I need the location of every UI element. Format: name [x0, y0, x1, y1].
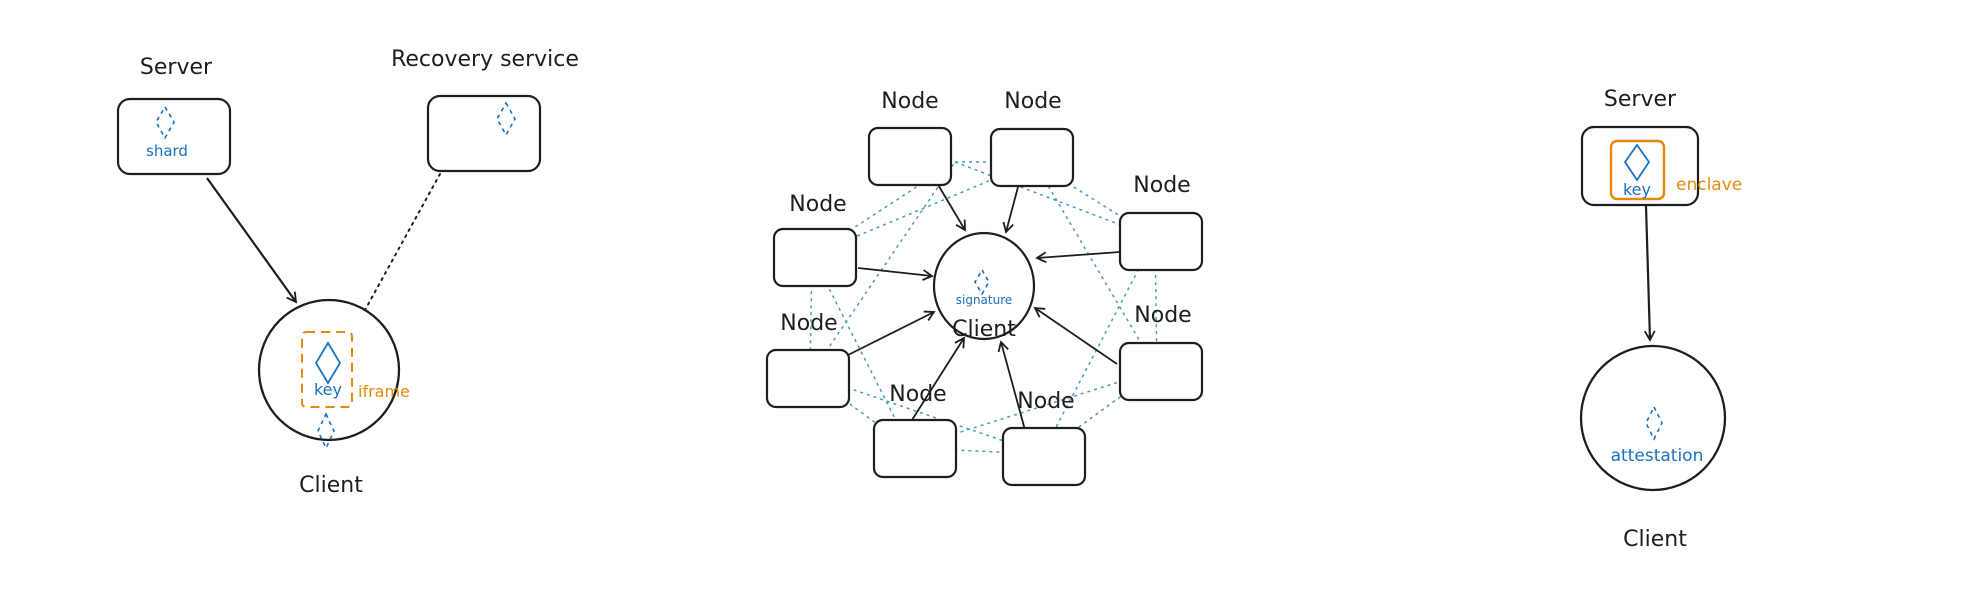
attestation-label: attestation: [1611, 446, 1704, 466]
recovery-dotted-connector: [364, 173, 441, 311]
enclave-label: enclave: [1676, 175, 1742, 195]
recovery-service-label: Recovery service: [391, 47, 579, 72]
node-3-label: Node: [1133, 173, 1190, 198]
enclave-server-label: Server: [1604, 87, 1677, 112]
signature-diamond-icon: [974, 268, 990, 296]
node-5-box: [1001, 426, 1087, 487]
node-7-arrow: [847, 310, 936, 356]
node-3-box: [1118, 211, 1204, 272]
node-1-box: [867, 126, 953, 187]
mesh-ring: [809, 161, 1158, 455]
node-1-arrow: [936, 182, 966, 232]
node-6-arrow: [911, 336, 965, 421]
node-6-label: Node: [889, 382, 946, 407]
signature-label: signature: [956, 293, 1013, 307]
node-2-label: Node: [1004, 89, 1061, 114]
shard-label: shard: [146, 142, 188, 160]
recovery-service-box: [426, 94, 542, 173]
node-client-circle: [932, 231, 1036, 341]
node-4-label: Node: [1134, 303, 1191, 328]
panel-enclave-attestation: Server key enclave attestation Client: [1579, 87, 1742, 552]
server-label: Server: [140, 55, 213, 80]
enclave-key-label: key: [1623, 180, 1651, 199]
iframe-label: iframe: [358, 382, 410, 401]
mesh-link-4: [909, 369, 1158, 449]
mesh-link-2: [1033, 161, 1158, 371]
node-1-label: Node: [881, 89, 938, 114]
server-box: [116, 97, 232, 176]
node-8-box: [772, 227, 858, 288]
enclave-frame: [1609, 139, 1666, 201]
node-6-box: [872, 418, 958, 479]
node-2-arrow: [1002, 186, 1019, 234]
attestation-client-label: Client: [1623, 527, 1687, 552]
server-to-client-arrow: [206, 177, 298, 304]
mesh-link-3: [1041, 237, 1156, 455]
server-to-attestation-arrow: [1643, 205, 1656, 342]
panel-shard-recovery: Server shard Recovery service key iframe…: [116, 47, 579, 498]
client-label: Client: [299, 473, 363, 498]
iframe-dashed-frame: [301, 331, 353, 408]
node-8-arrow: [857, 267, 934, 281]
node-7-label: Node: [780, 311, 837, 336]
attestation-client-circle: [1579, 344, 1727, 492]
key-diamond-icon: [314, 341, 342, 385]
attestation-diamond-icon: [1645, 405, 1663, 441]
node-5-label: Node: [1017, 389, 1074, 414]
client-circle: [257, 298, 401, 442]
node-4-box: [1118, 341, 1204, 402]
mesh-link-6: [811, 254, 911, 449]
node-5-arrow: [997, 340, 1026, 431]
node-client-label: Client: [952, 317, 1016, 342]
panel-node-network: Node Node Node Node Node Node Node Node …: [765, 89, 1204, 487]
node-4-arrow: [1033, 306, 1118, 365]
mesh-link-7: [809, 161, 956, 376]
shard-diamond-icon: [155, 105, 175, 140]
enclave-key-diamond-icon: [1623, 143, 1651, 182]
mesh-link-8: [811, 161, 1035, 256]
key-label: key: [314, 380, 342, 399]
node-7-box: [765, 348, 851, 409]
mesh-link-1: [954, 161, 1156, 239]
node-2-box: [989, 127, 1075, 188]
node-3-arrow: [1035, 251, 1121, 264]
node-8-label: Node: [789, 192, 846, 217]
